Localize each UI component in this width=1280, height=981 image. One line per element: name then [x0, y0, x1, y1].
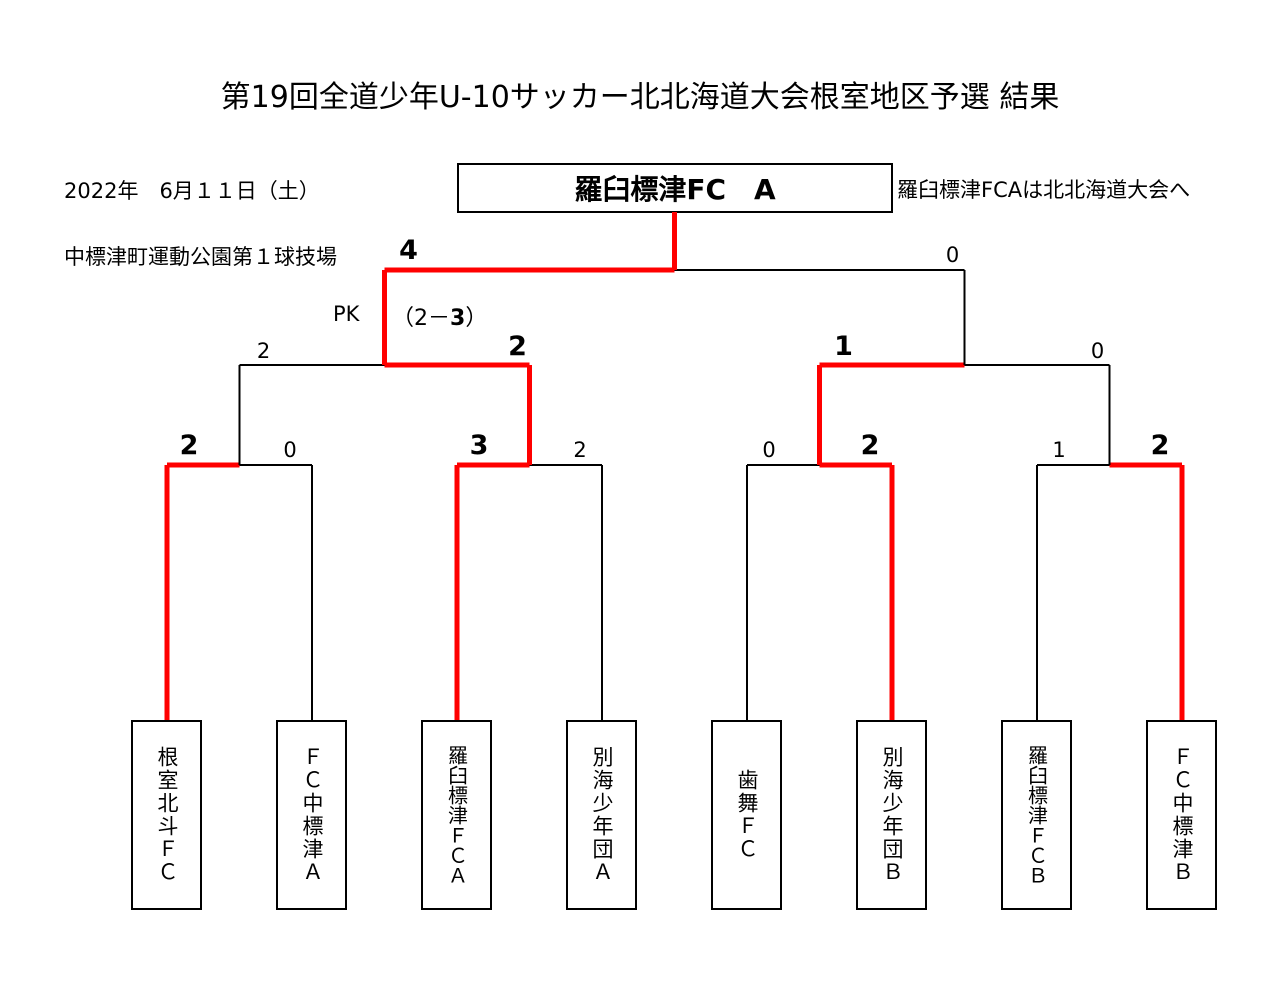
team-box: 別海少年団Ａ — [566, 720, 637, 910]
final-score-left: 4 — [399, 235, 418, 266]
final-score-right: 0 — [945, 243, 960, 267]
r1-score-left: 1 — [1052, 438, 1066, 462]
team-box: 別海少年団Ｂ — [856, 720, 927, 910]
r2-score-right: 0 — [1090, 339, 1105, 363]
r1-score-right: 2 — [573, 438, 587, 462]
r1-score-right: 2 — [1150, 430, 1170, 461]
r2-score-right: 2 — [508, 331, 527, 362]
r1-score-left: 0 — [762, 438, 776, 462]
pk-label: PK — [333, 302, 360, 326]
team-name: 別海少年団Ａ — [590, 746, 614, 884]
r1-score-left: 3 — [469, 430, 489, 461]
r2-score-left: 1 — [834, 331, 853, 362]
team-box: 根室北斗ＦＣ — [131, 720, 202, 910]
team-box: ＦＣ中標津Ｂ — [1146, 720, 1217, 910]
pk-score-suffix: ） — [465, 306, 488, 331]
r1-score-left: 2 — [179, 430, 199, 461]
team-name: 別海少年団Ｂ — [880, 746, 904, 884]
pk-score-win: 3 — [450, 306, 466, 331]
page-title: 第19回全道少年U-10サッカー北北海道大会根室地区予選 結果 — [220, 80, 1060, 115]
team-box: 羅臼標津ＦＣＢ — [1001, 720, 1072, 910]
team-name: 羅臼標津ＦＣＢ — [1024, 745, 1049, 885]
pk-score: （2－3） — [392, 300, 487, 332]
advance-note: 羅臼標津FCAは北北海道大会へ — [897, 178, 1191, 202]
venue: 中標津町運動公園第１球技場 — [64, 245, 337, 269]
team-name: 羅臼標津ＦＣＡ — [444, 745, 469, 885]
team-name: 歯舞ＦＣ — [735, 769, 759, 861]
match-date: 2022年 6月１１日（土） — [64, 179, 320, 203]
team-name: ＦＣ中標津Ｂ — [1170, 746, 1194, 884]
team-name: 根室北斗ＦＣ — [155, 746, 179, 884]
team-box: 歯舞ＦＣ — [711, 720, 782, 910]
pk-score-prefix: （2－ — [392, 306, 450, 331]
team-name: ＦＣ中標津Ａ — [300, 746, 324, 884]
r1-score-right: 2 — [860, 430, 880, 461]
champion-name: 羅臼標津FC A — [574, 173, 776, 206]
team-box: 羅臼標津ＦＣＡ — [421, 720, 492, 910]
r1-score-right: 0 — [283, 438, 297, 462]
r2-score-left: 2 — [256, 339, 271, 363]
team-box: ＦＣ中標津Ａ — [276, 720, 347, 910]
